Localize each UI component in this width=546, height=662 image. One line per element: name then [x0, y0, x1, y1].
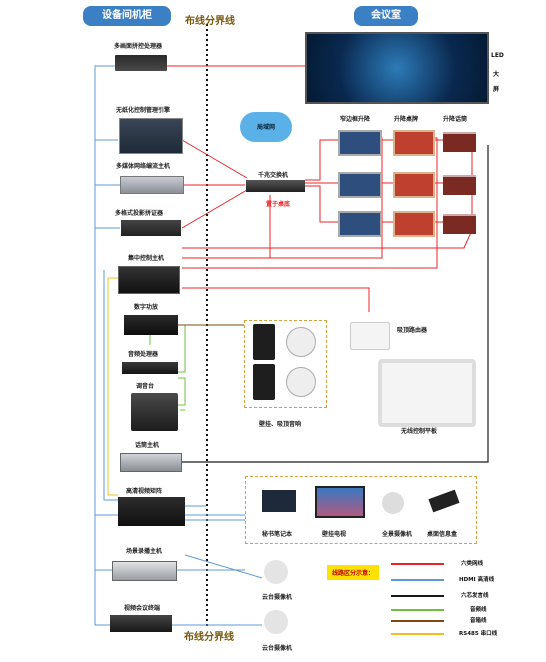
- terminal-group: [245, 476, 477, 544]
- lift-mic-2: [443, 175, 476, 195]
- lift-mic-3: [443, 214, 476, 234]
- wall-speaker-2: [253, 364, 275, 400]
- label-splicer: 多画面拼控处理器: [114, 43, 163, 50]
- label-pano-cam: 全景摄像机: [382, 531, 413, 538]
- router-icon: [350, 322, 390, 350]
- led-screen: [305, 32, 489, 104]
- label-narrow-lift: 窄边框升降: [340, 116, 371, 123]
- lift-plate-2: [393, 172, 435, 198]
- label-central: 集中控制主机: [128, 255, 165, 262]
- label-lift-mic: 升降话筒: [443, 116, 468, 123]
- label-mixer: 调音台: [136, 383, 155, 390]
- device-splicer: [115, 55, 167, 71]
- device-switch: [246, 180, 305, 192]
- label-amp: 数字功放: [134, 304, 159, 311]
- label-hd-matrix: 高清视频矩阵: [126, 488, 163, 495]
- boundary-label-bottom: 布线分界线: [184, 632, 234, 643]
- hdmi-lines: [94, 65, 263, 626]
- led-label-2: 大: [493, 71, 500, 78]
- rs485-line: [107, 277, 118, 496]
- label-router: 吸顶路由器: [397, 327, 428, 334]
- legend-swatch-rs485: [391, 633, 444, 635]
- six-core-line: [180, 145, 489, 463]
- wall-speaker-1: [253, 324, 275, 360]
- meeting-room-header: 会议室: [354, 6, 418, 26]
- legend-label-rs485: RS485 串口线: [459, 631, 498, 637]
- label-vc-terminal: 视频会议终端: [124, 605, 161, 612]
- device-paperless: [119, 118, 183, 154]
- legend-label-six-core: 六芯发言线: [461, 593, 489, 599]
- device-audio-proc: [122, 362, 178, 374]
- narrow-lift-screen-2: [338, 172, 382, 198]
- device-central: [118, 266, 180, 294]
- label-paperless: 无纸化控制管理引擎: [116, 107, 171, 114]
- legend-swatch-network: [391, 563, 444, 565]
- led-label-1: LED: [491, 52, 504, 59]
- lift-mic-1: [443, 132, 476, 152]
- device-mic-host: [120, 453, 182, 472]
- lan-cloud-icon: [240, 112, 292, 142]
- label-stream: 多媒体网络编流主机: [116, 163, 171, 170]
- ptz-camera-2: [264, 610, 288, 634]
- label-desk-box: 桌面信息盒: [427, 531, 458, 538]
- device-mixer: [131, 393, 178, 431]
- legend-swatch-hdmi: [391, 579, 444, 581]
- speaker-group: [244, 320, 327, 408]
- ptz-camera-1: [264, 560, 288, 584]
- control-tablet: [378, 359, 476, 427]
- legend-swatch-six-core: [391, 595, 444, 597]
- label-switch-note: 置于桌底: [266, 201, 291, 208]
- label-cam1: 云台摄像机: [262, 594, 293, 601]
- label-audio-proc: 音频处理器: [128, 351, 159, 358]
- legend-title: 线路区分示意：: [327, 565, 380, 580]
- ceiling-speaker-1: [286, 327, 316, 357]
- legend-label-audio: 音频线: [470, 607, 487, 613]
- led-label-3: 屏: [493, 86, 500, 93]
- device-stream: [120, 176, 184, 194]
- wall-tv-icon: [315, 486, 365, 518]
- label-cam2: 云台摄像机: [262, 645, 293, 652]
- pano-camera-icon: [382, 492, 404, 514]
- label-recorder: 场景录播主机: [126, 548, 163, 555]
- narrow-lift-screen-3: [338, 211, 382, 237]
- device-amp: [124, 315, 178, 335]
- label-wall-tv: 壁挂电视: [322, 531, 347, 538]
- device-multi-format: [121, 220, 181, 236]
- label-switch: 千兆交换机: [258, 172, 289, 179]
- device-vc-terminal: [110, 615, 172, 632]
- legend-swatch-speaker: [391, 620, 444, 622]
- narrow-lift-screen-1: [338, 130, 382, 156]
- device-recorder: [112, 561, 177, 581]
- boundary-label-top: 布线分界线: [185, 16, 235, 27]
- legend-label-speaker: 音箱线: [470, 618, 487, 624]
- legend-label-hdmi: HDMI 高清线: [459, 577, 495, 583]
- label-speakers: 壁挂、吸顶音响: [259, 421, 302, 428]
- label-notebook: 秘书笔记本: [262, 531, 293, 538]
- label-lan: 局域网: [257, 124, 276, 131]
- label-lift-plate: 升降桌牌: [394, 116, 419, 123]
- label-multi-format: 多格式投影拼证器: [115, 210, 164, 217]
- device-hd-matrix: [118, 497, 185, 526]
- ceiling-speaker-2: [286, 367, 316, 397]
- equipment-room-header: 设备间机柜: [83, 6, 171, 26]
- label-tablet: 无线控制平板: [401, 428, 438, 435]
- notebook-icon: [262, 490, 296, 512]
- legend-swatch-audio: [391, 609, 444, 611]
- lift-plate-1: [393, 130, 435, 156]
- lift-plate-3: [393, 211, 435, 237]
- label-mic-host: 话筒主机: [135, 442, 160, 449]
- legend-label-network: 六类网线: [461, 561, 484, 567]
